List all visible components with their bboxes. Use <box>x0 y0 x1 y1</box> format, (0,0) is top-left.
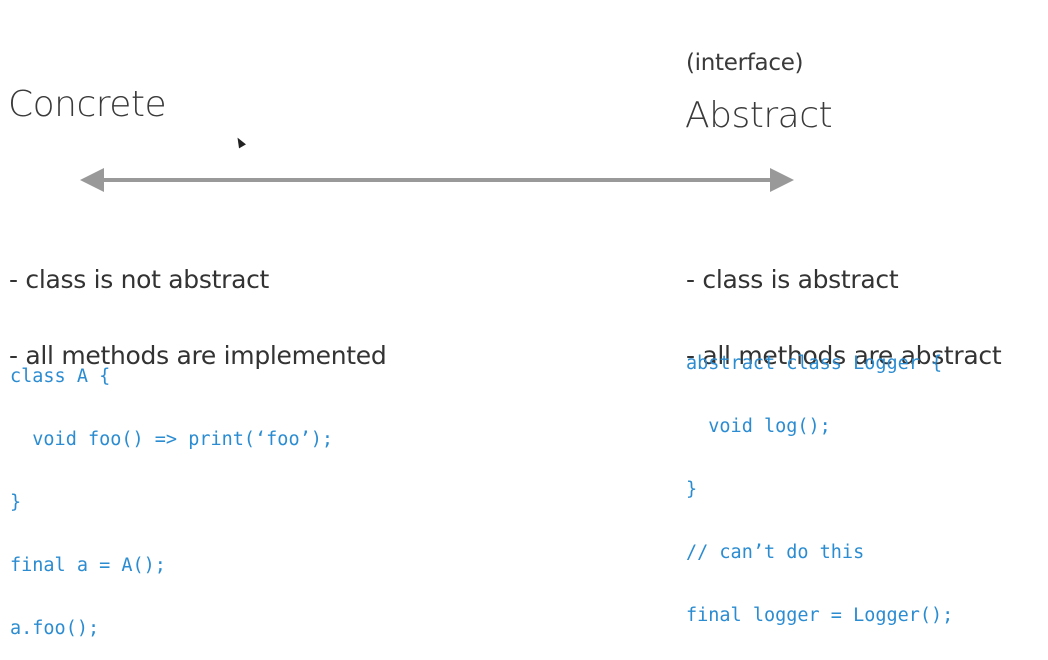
abstract-bullet-2: - all methods are abstract <box>686 341 1002 370</box>
spectrum-arrow <box>80 168 794 192</box>
code-line: class A { <box>10 366 111 387</box>
interface-subtitle: (interface) <box>686 50 804 76</box>
code-line: } <box>10 492 22 513</box>
code-line: } <box>686 479 698 500</box>
concrete-title: Concrete <box>8 84 167 125</box>
abstract-bullets: - class is abstract - all methods are ab… <box>686 223 1002 394</box>
code-line: final logger = Logger(); <box>686 605 954 626</box>
arrow-head-right <box>770 168 794 192</box>
code-line: a.foo(); <box>10 618 100 639</box>
code-line: void foo() => print(‘foo’); <box>10 429 334 450</box>
abstract-title: Abstract <box>685 95 833 136</box>
abstract-code-block: abstract class Logger { void log(); } //… <box>686 313 953 647</box>
concrete-code-block: class A { void foo() => print(‘foo’); } … <box>10 326 333 660</box>
code-line: // can’t do this <box>686 542 865 563</box>
code-line: final a = A(); <box>10 555 166 576</box>
concrete-bullets: - class is not abstract - all methods ar… <box>9 223 387 394</box>
code-line: void log(); <box>686 416 831 437</box>
code-line: abstract class Logger { <box>686 353 943 374</box>
concrete-bullet-1: - class is not abstract <box>9 265 270 294</box>
abstract-bullet-1: - class is abstract <box>686 265 899 294</box>
concrete-bullet-2: - all methods are implemented <box>9 341 387 370</box>
arrow-head-left <box>80 168 104 192</box>
